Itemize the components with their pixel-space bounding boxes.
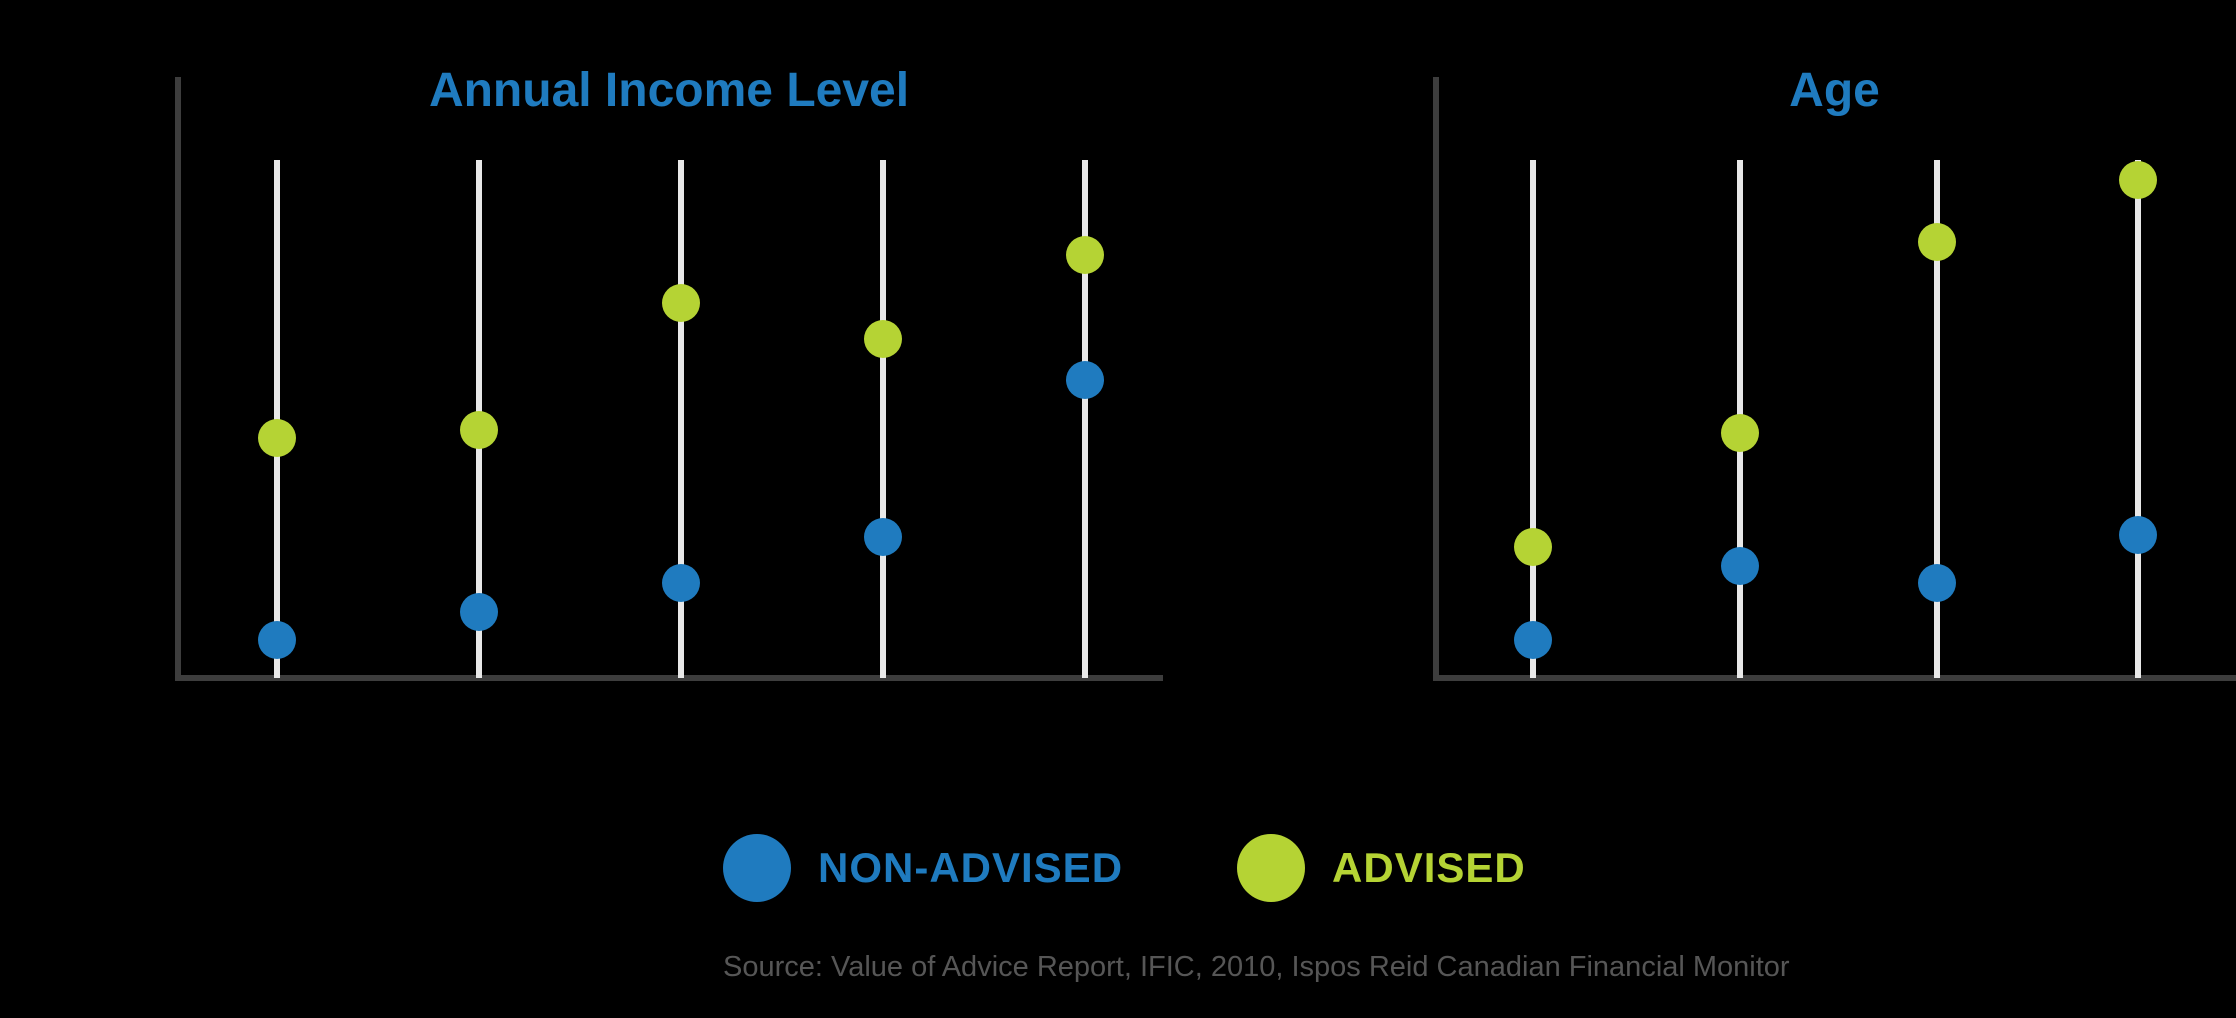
data-dot-non-advised (662, 564, 700, 603)
data-dot-non-advised (1721, 547, 1759, 586)
y-axis (175, 77, 181, 681)
data-dot-advised (864, 320, 902, 359)
column-stem (274, 160, 280, 678)
column-stem (1082, 160, 1088, 678)
data-dot-advised (2119, 161, 2157, 200)
chart-title-age: Age (1789, 64, 1880, 117)
legend-item-advised: ADVISED (1237, 834, 1526, 902)
data-dot-non-advised (258, 621, 296, 660)
y-axis (1433, 77, 1439, 681)
data-dot-non-advised (2119, 516, 2157, 555)
data-dot-non-advised (460, 593, 498, 632)
legend-label-advised: ADVISED (1332, 844, 1526, 891)
data-dot-advised (1514, 527, 1552, 566)
column-stem (880, 160, 886, 678)
data-dot-non-advised (1066, 361, 1104, 400)
column-stem (1530, 160, 1536, 678)
chart-title-annual-income-level: Annual Income Level (428, 64, 910, 117)
data-dot-advised (1721, 413, 1759, 452)
legend: NON-ADVISED ADVISED (723, 834, 1526, 902)
non-advised-dot-icon (723, 834, 791, 902)
data-dot-advised (258, 419, 296, 458)
column-stem (678, 160, 684, 678)
legend-label-non-advised: NON-ADVISED (818, 844, 1124, 891)
column-stem (2135, 160, 2141, 678)
data-dot-advised (460, 410, 498, 449)
data-dot-non-advised (1918, 564, 1956, 603)
x-axis (175, 675, 1163, 681)
data-dot-non-advised (1514, 621, 1552, 660)
data-dot-advised (662, 283, 700, 322)
legend-item-non-advised: NON-ADVISED (723, 834, 1123, 902)
data-dot-advised (1066, 235, 1104, 274)
x-axis (1433, 675, 2236, 681)
column-stem (1934, 160, 1940, 678)
data-dot-advised (1918, 222, 1956, 261)
advised-dot-icon (1237, 834, 1306, 902)
data-dot-non-advised (864, 518, 902, 557)
source-attribution: Source: Value of Advice Report, IFIC, 20… (723, 951, 1790, 983)
